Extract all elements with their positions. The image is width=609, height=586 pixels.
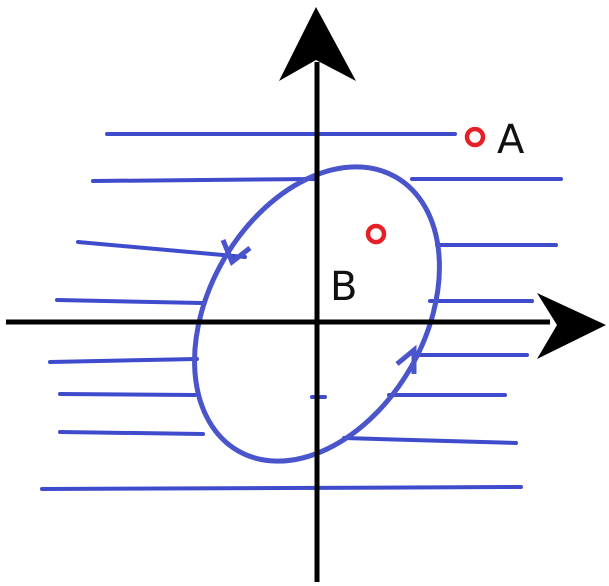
point-b-dot-icon — [365, 223, 387, 245]
field-line — [76, 240, 247, 259]
field-line — [58, 392, 197, 397]
field-line — [40, 485, 523, 491]
field-line — [342, 436, 518, 445]
loop-direction-arrow-lower — [395, 344, 417, 374]
field-line — [58, 430, 205, 436]
field-line — [55, 298, 204, 305]
current-loop — [192, 164, 442, 464]
point-b: B — [330, 223, 387, 310]
field-line — [48, 357, 199, 364]
field-line — [91, 177, 318, 183]
axes — [6, 7, 606, 582]
point-a-label: A — [497, 117, 525, 163]
x-axis-arrowhead-icon — [537, 293, 606, 359]
y-axis-arrowhead-icon — [279, 7, 356, 81]
current-loop-ellipse — [192, 164, 442, 464]
point-b-label: B — [330, 264, 357, 310]
point-a: A — [464, 117, 525, 163]
field-lines — [40, 132, 563, 491]
loop-direction-arrow-upper — [220, 239, 252, 266]
point-a-dot-icon — [464, 126, 486, 148]
